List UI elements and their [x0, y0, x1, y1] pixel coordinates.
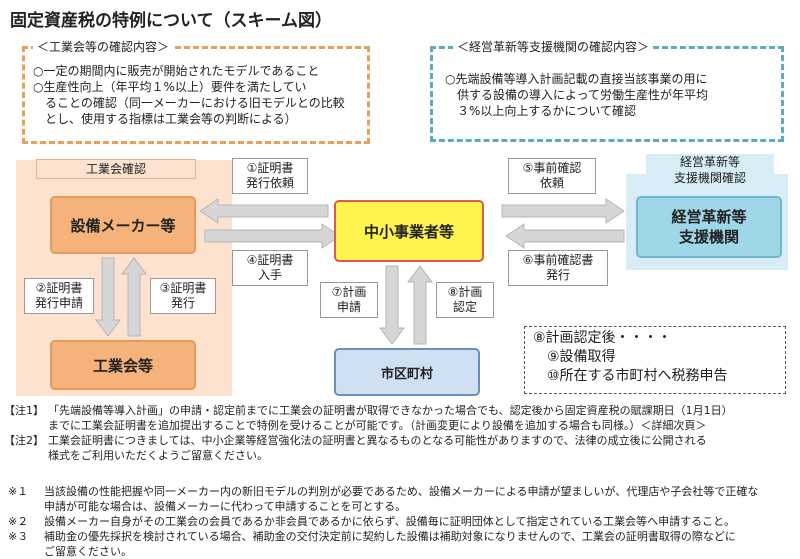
municipality-node: 市区町村	[334, 348, 480, 396]
footnote-1: ※１ 当該設備の性能把握や同一メーカー内の新旧モデルの判別が必要であるため、設備…	[8, 484, 796, 514]
step-5-label: ⑤事前確認 依頼	[508, 158, 596, 194]
footnotes-section: ※１ 当該設備の性能把握や同一メーカー内の新旧モデルの判別が必要であるため、設備…	[8, 484, 796, 559]
association-check-band-label: 工業会確認	[85, 162, 146, 176]
step-3-line: ③証明書	[159, 281, 207, 295]
step-4-line: ④証明書	[246, 253, 294, 267]
step-1-label: ①証明書 発行依頼	[232, 158, 308, 194]
municipality-label: 市区町村	[380, 366, 433, 382]
step-7-line: ⑦計画	[331, 285, 367, 299]
step-6-line: ⑥事前確認書	[522, 253, 594, 267]
step-2-line: ②証明書	[35, 281, 83, 295]
support-check-line: ３%以上向上するかについて確認	[445, 104, 637, 118]
step-4-line: 入手	[257, 268, 282, 282]
footnote-2-line: 設備メーカー自身がその工業会の会員であるか非会員であるかに依らず、設備毎に証明団…	[44, 515, 736, 528]
footnote-2-label: ※２	[8, 515, 29, 528]
note-1-line: 「先端設備等導入計画」の申請・認定前までに工業会の証明書が取得できなかった場合で…	[48, 404, 733, 417]
support-check-line: 供する設備の導入によって労働生産性が年平均	[445, 88, 709, 102]
support-check-line: ○先端設備等導入計画記載の直接当該事業の用に	[445, 72, 708, 86]
step-8-line: 認定	[452, 300, 477, 314]
arrow-plan-application	[379, 265, 405, 345]
post-approval-step: ⑨設備取得	[547, 349, 616, 365]
post-approval-step: ⑧計画認定後・・・・	[533, 330, 672, 346]
support-check-band-label: 支援機関確認	[673, 171, 746, 185]
association-check-box: ＜工業会等の確認内容＞ ○一定の期間内に販売が開始されたモデルであること ○生産…	[22, 38, 370, 144]
association-check-line: とし、使用する指標は工業会等の判断による）	[33, 112, 297, 126]
step-3-label: ③証明書 発行	[150, 278, 216, 314]
footnote-3-line: 補助金の優先採択を検討されている場合、補助金の交付決定前に契約した設備は補助対象…	[44, 530, 736, 543]
post-approval-steps-box: ⑧計画認定後・・・・ ⑨設備取得 ⑩所在する市町村へ税務申告	[524, 326, 786, 394]
step-6-line: 発行	[545, 268, 570, 282]
equipment-maker-label: 設備メーカー等	[70, 216, 176, 235]
association-check-line: ることの確認（同一メーカーにおける旧モデルとの比較	[33, 96, 345, 110]
sme-node: 中小事業者等	[334, 200, 484, 262]
support-institution-node: 経営革新等 支援機関	[636, 196, 782, 258]
step-6-label: ⑥事前確認書 発行	[508, 250, 608, 286]
support-institution-label: 経営革新等	[671, 208, 747, 226]
arrow-preliminary-request	[501, 198, 625, 224]
step-3-line: 発行	[170, 296, 195, 310]
step-5-line: 依頼	[539, 176, 564, 190]
equipment-maker-node: 設備メーカー等	[50, 196, 196, 254]
post-approval-step: ⑩所在する市町村へ税務申告	[547, 368, 728, 384]
step-4-label: ④証明書 入手	[232, 250, 308, 286]
support-check-band-header: 経営革新等 支援機関確認	[646, 154, 774, 188]
footnote-3: ※３ 補助金の優先採択を検討されている場合、補助金の交付決定前に契約した設備は補…	[8, 529, 796, 559]
step-2-line: 発行申請	[34, 296, 83, 310]
footnote-2: ※２ 設備メーカー自身がその工業会の会員であるか非会員であるかに依らず、設備毎に…	[8, 514, 796, 529]
step-8-label: ⑧計画 認定	[436, 282, 494, 318]
note-2: 【注2】 工業会証明書につきましては、中小企業等経営強化法の証明書と異なるものと…	[4, 433, 796, 463]
support-check-heading: ＜経営革新等支援機関の確認内容＞	[453, 38, 654, 55]
note-1-label: 【注1】	[4, 404, 44, 417]
step-2-label: ②証明書 発行申請	[24, 278, 94, 314]
industry-association-node: 工業会等	[50, 340, 196, 390]
note-2-line: 様式をご利用いただくようご留意ください。	[48, 449, 268, 462]
footnote-3-label: ※３	[8, 530, 29, 543]
step-1-line: 発行依頼	[245, 176, 294, 190]
step-5-line: ⑤事前確認	[522, 161, 582, 175]
notes-section: 【注1】 「先端設備等導入計画」の申請・認定前までに工業会の証明書が取得できなか…	[4, 403, 796, 463]
step-7-line: 申請	[336, 300, 361, 314]
support-check-box: ＜経営革新等支援機関の確認内容＞ ○先端設備等導入計画記載の直接当該事業の用に …	[430, 38, 784, 142]
association-check-line: ○一定の期間内に販売が開始されたモデルであること	[33, 64, 320, 78]
note-1-line: までに工業会証明書を追加提出することで特例を受けることが可能です。（計画変更によ…	[48, 419, 707, 432]
note-2-line: 工業会証明書につきましては、中小企業等経営強化法の証明書と異なるものとなる可能性…	[48, 434, 707, 447]
footnote-1-label: ※１	[8, 485, 29, 498]
step-7-label: ⑦計画 申請	[320, 282, 378, 318]
footnote-3-line: ご留意ください。	[44, 545, 132, 558]
arrow-plan-approval	[407, 265, 433, 345]
support-institution-label: 支援機関	[678, 228, 739, 246]
association-check-heading: ＜工業会等の確認内容＞	[33, 38, 174, 55]
step-8-line: ⑧計画	[447, 285, 483, 299]
footnote-1-line: 当該設備の性能把握や同一メーカー内の新旧モデルの判別が必要であるため、設備メーカ…	[44, 485, 759, 498]
note-2-label: 【注2】	[4, 434, 44, 447]
page-title: 固定資産税の特例について（スキーム図）	[10, 11, 332, 31]
association-check-band-header: 工業会確認	[36, 159, 196, 179]
sme-label: 中小事業者等	[363, 222, 454, 241]
association-check-line: ○生産性向上（年平均１%以上）要件を満たしてい	[33, 80, 307, 94]
note-1: 【注1】 「先端設備等導入計画」の申請・認定前までに工業会の証明書が取得できなか…	[4, 403, 796, 433]
support-check-band-label: 経営革新等	[679, 155, 740, 169]
industry-association-label: 工業会等	[92, 356, 153, 375]
footnote-1-line: 申請が可能な場合は、設備メーカーに代わって申請することを可とする。	[44, 500, 407, 513]
step-1-line: ①証明書	[246, 161, 294, 175]
arrow-preliminary-issue	[505, 223, 625, 249]
